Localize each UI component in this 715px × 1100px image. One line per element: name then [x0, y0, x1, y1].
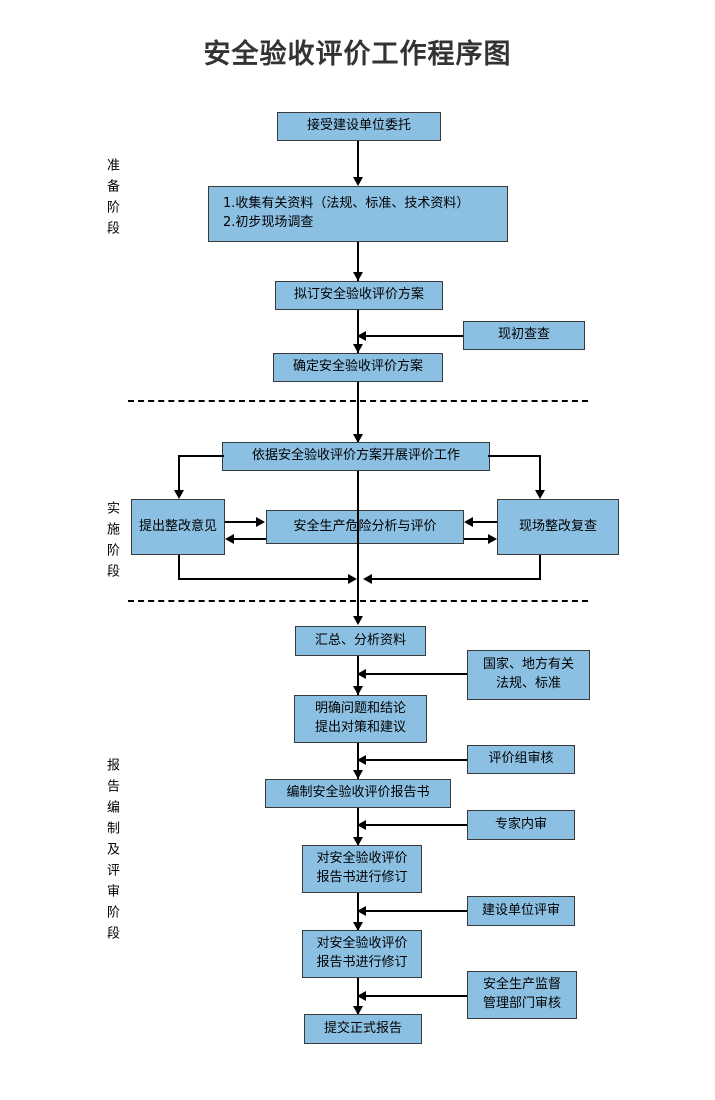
connector-evalgroup-to-trunk: [366, 759, 467, 761]
node-construction-unit-review[interactable]: 建设单位评审: [467, 896, 575, 926]
node-submit-final-report[interactable]: 提交正式报告: [304, 1014, 422, 1044]
connector-site-first-check: [366, 335, 463, 337]
connector-carryout-right-top: [488, 455, 541, 457]
arrowhead-expert-to-trunk: [357, 820, 366, 830]
arrowhead-revise2-to-submit: [353, 1006, 363, 1015]
node-collect-data[interactable]: 1.收集有关资料（法规、标准、技术资料） 2.初步现场调查: [208, 186, 508, 242]
node-clarify-conclusions[interactable]: 明确问题和结论 提出对策和建议: [294, 695, 427, 743]
arrowhead-evalgroup-to-trunk: [357, 755, 366, 765]
arrowhead-revise1-to-revise2: [353, 922, 363, 931]
connector-expert-to-trunk: [366, 824, 467, 826]
node-draft-plan[interactable]: 拟订安全验收评价方案: [275, 281, 443, 310]
arrowhead-site-first-check: [357, 331, 366, 341]
stage-label-report: 报告编制及评审阶段: [104, 757, 119, 947]
node-accept-commission[interactable]: 接受建设单位委托: [277, 112, 441, 141]
node-summarize-analyze[interactable]: 汇总、分析资料: [295, 626, 426, 656]
arrowhead-confirm-to-carryout: [353, 434, 363, 443]
node-expert-internal-review[interactable]: 专家内审: [467, 810, 575, 840]
connector-rect-merge: [178, 578, 350, 580]
stage-label-implementation: 实施阶段: [104, 501, 119, 585]
node-national-local-laws[interactable]: 国家、地方有关 法规、标准: [467, 650, 590, 700]
connector-construction-to-trunk: [366, 910, 467, 912]
arrowhead-construction-to-trunk: [357, 906, 366, 916]
arrowhead-to-summarize: [353, 616, 363, 625]
arrowhead-recheck-merge: [363, 574, 372, 584]
arrowhead-rect-merge: [348, 574, 357, 584]
arrowhead-carryout-to-rectification: [174, 490, 184, 499]
node-eval-group-review[interactable]: 评价组审核: [467, 745, 575, 774]
connector-recheck-down: [539, 555, 541, 580]
connector-recheck-merge: [372, 578, 541, 580]
arrowhead-accept-to-collect: [353, 177, 363, 186]
connector-carryout-right-down: [539, 455, 541, 497]
connector-hazard-to-rect: [234, 538, 266, 540]
node-safety-supervision-review[interactable]: 安全生产监督 管理部门审核: [467, 971, 577, 1019]
arrowhead-laws-to-trunk: [357, 669, 366, 679]
stage-label-preparation: 准备阶段: [104, 158, 119, 242]
arrowhead-supervision-to-trunk: [357, 991, 366, 1001]
connector-supervision-to-trunk: [366, 995, 467, 997]
connector-accept-to-collect: [357, 141, 359, 179]
arrowhead-collect-to-draft: [353, 272, 363, 281]
connector-hazard-to-recheck: [464, 538, 488, 540]
connector-carryout-left-top: [178, 455, 224, 457]
connector-confirm-to-carryout: [357, 382, 359, 443]
phase-divider-2: [128, 600, 588, 602]
connector-rect-down: [178, 555, 180, 580]
connector-recheck-to-hazard: [473, 521, 497, 523]
node-revise-report-1[interactable]: 对安全验收评价 报告书进行修订: [302, 845, 422, 893]
arrowhead-draft-to-confirm: [353, 344, 363, 353]
arrowhead-summarize-to-clarify: [353, 686, 363, 695]
arrowhead-hazard-to-rect: [225, 534, 234, 544]
node-site-first-check[interactable]: 现初查查: [463, 321, 585, 350]
node-carry-out-eval[interactable]: 依据安全验收评价方案开展评价工作: [222, 442, 490, 471]
connector-rect-to-hazard: [225, 521, 257, 523]
arrowhead-clarify-to-compile: [353, 770, 363, 779]
node-revise-report-2[interactable]: 对安全验收评价 报告书进行修订: [302, 930, 422, 978]
arrowhead-compile-to-revise1: [353, 837, 363, 846]
arrowhead-rect-to-hazard: [256, 517, 265, 527]
node-confirm-plan[interactable]: 确定安全验收评价方案: [273, 353, 443, 382]
node-rectification-opinion[interactable]: 提出整改意见: [131, 499, 225, 555]
connector-laws-to-trunk: [366, 673, 467, 675]
arrowhead-carryout-to-recheck: [535, 490, 545, 499]
arrowhead-recheck-to-hazard: [464, 517, 473, 527]
node-site-recheck[interactable]: 现场整改复查: [497, 499, 619, 555]
arrowhead-hazard-to-recheck: [488, 534, 497, 544]
connector-carryout-left-down: [178, 455, 180, 497]
node-hazard-analysis[interactable]: 安全生产危险分析与评价: [266, 510, 464, 544]
page-title: 安全验收评价工作程序图: [203, 39, 512, 70]
connector-collect-to-draft: [357, 242, 359, 282]
connector-trunk-implementation: [357, 471, 359, 623]
node-compile-report[interactable]: 编制安全验收评价报告书: [265, 779, 451, 808]
